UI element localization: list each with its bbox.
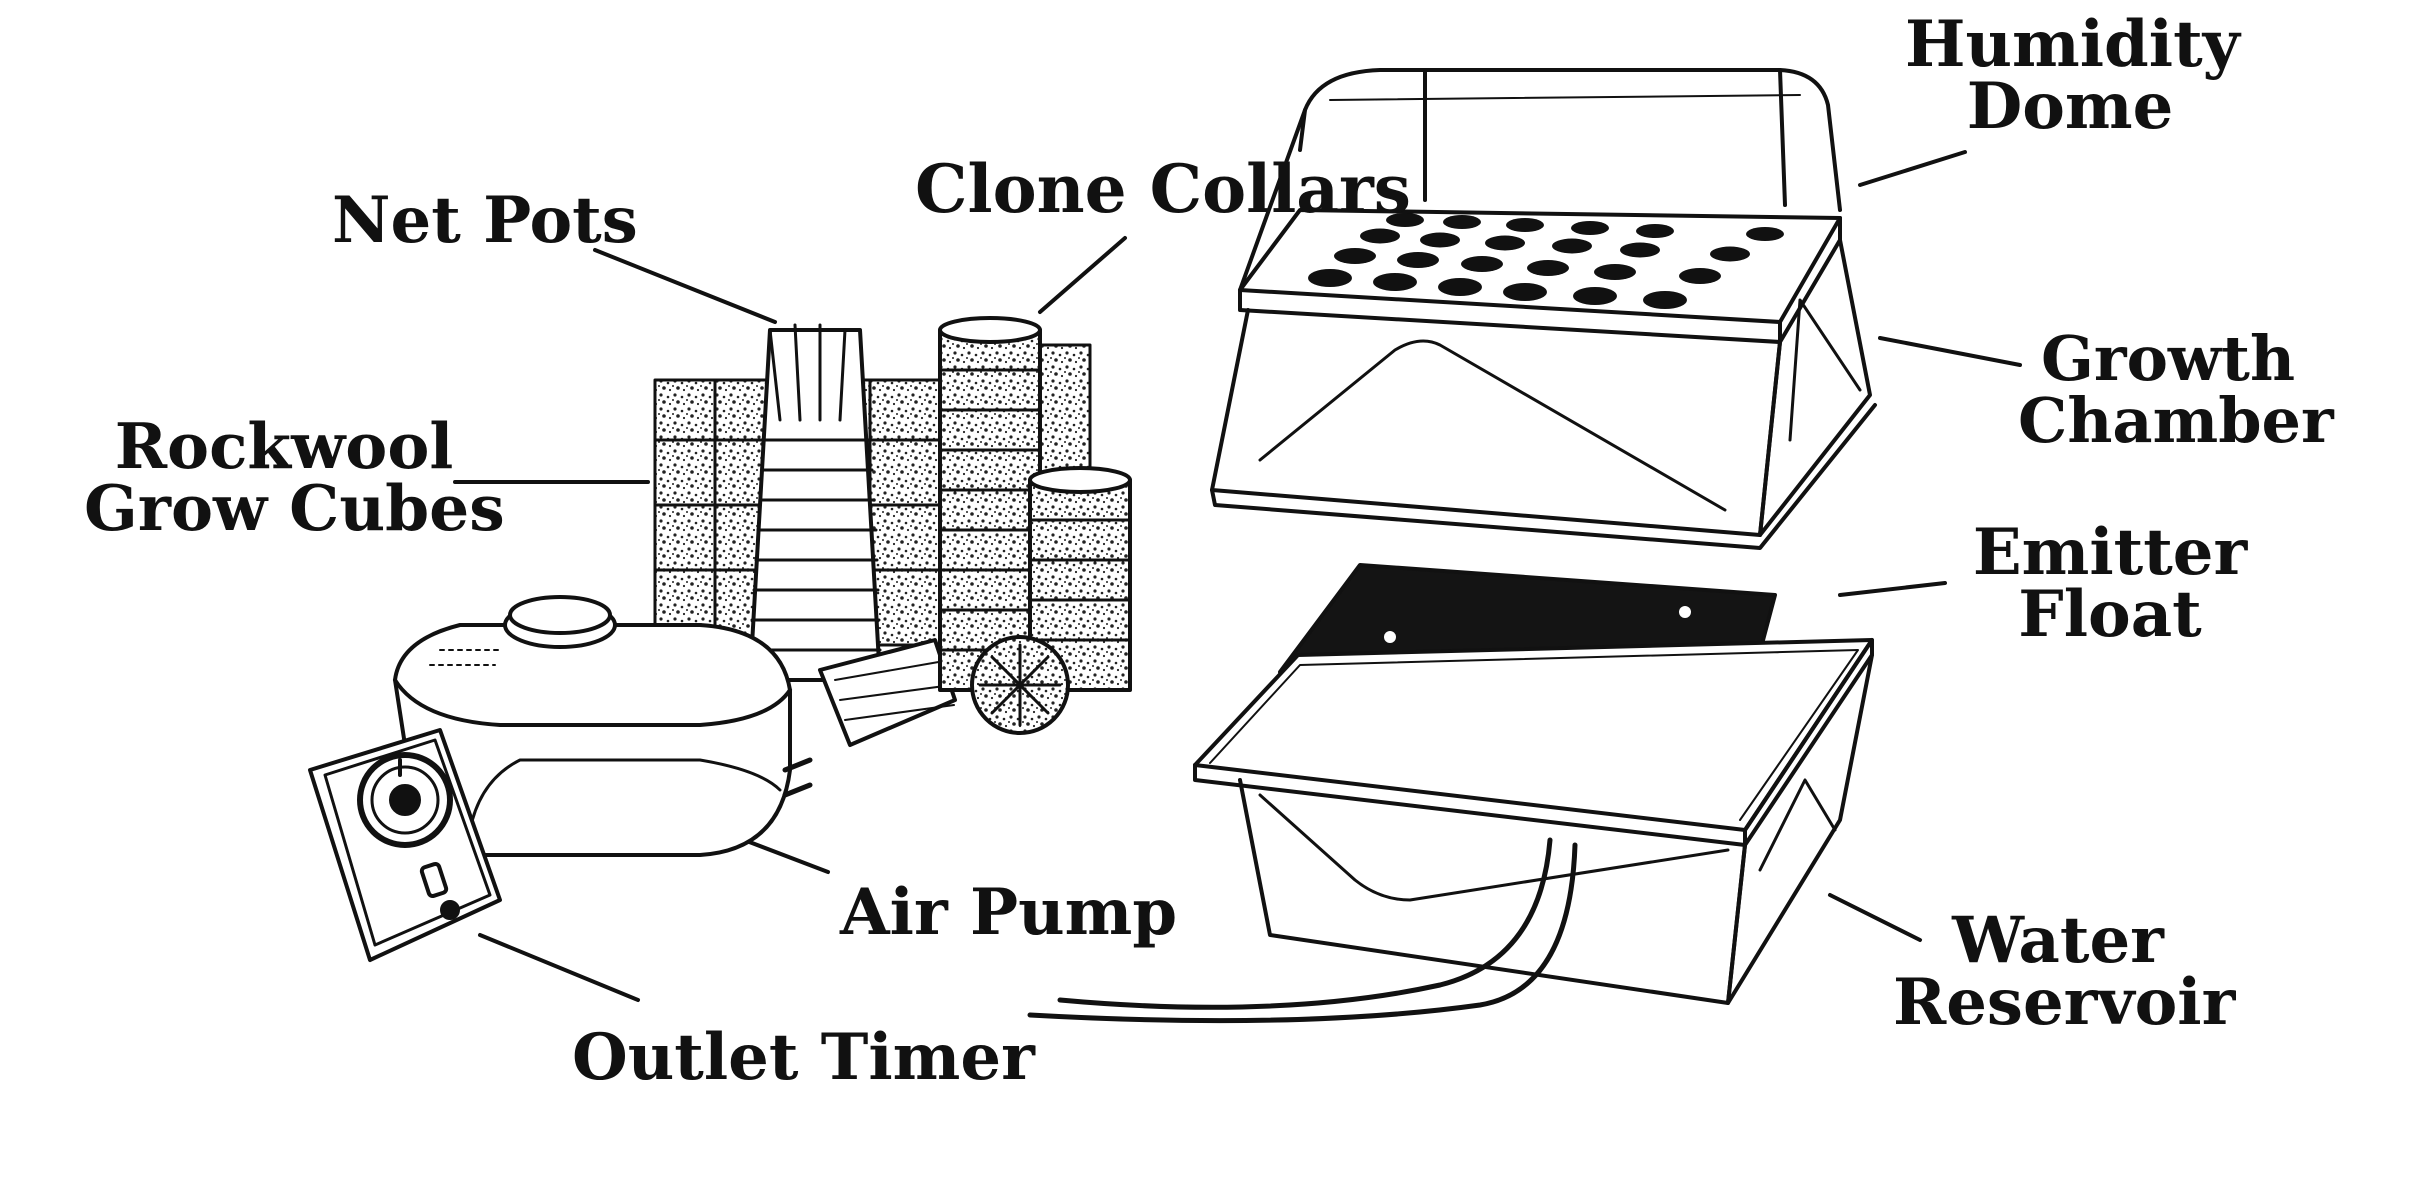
humidity-dome-shape bbox=[1238, 68, 1842, 292]
label-air-pump: Air Pump bbox=[840, 875, 1178, 950]
label-clone-collars: Clone Collars bbox=[915, 150, 1411, 228]
dome-plant-holes bbox=[1308, 213, 1784, 309]
label-net-pots: Net Pots bbox=[332, 183, 638, 258]
air-pump-shape bbox=[393, 595, 813, 857]
leader-water-reservoir bbox=[1828, 893, 1922, 942]
label-water-reservoir-line2: Reservoir bbox=[1893, 965, 2236, 1040]
leader-emitter-float bbox=[1838, 581, 1947, 597]
water-reservoir-shape bbox=[1027, 638, 1874, 1024]
label-emitter-float: Emitter Float bbox=[1960, 515, 2260, 652]
label-rockwool-line1: Rockwool bbox=[114, 409, 454, 483]
growth-chamber-shape bbox=[1210, 208, 1877, 550]
leader-clone-collars bbox=[1038, 236, 1127, 314]
label-growth-chamber-line1: Growth bbox=[2040, 322, 2296, 395]
label-emitter-float-line1: Emitter bbox=[1972, 515, 2248, 590]
label-growth-chamber-line2: Chamber bbox=[2018, 384, 2334, 457]
leader-growth-chamber bbox=[1878, 336, 2022, 367]
clone-collars-shape bbox=[938, 316, 1132, 735]
label-humidity-dome: Humidity Dome bbox=[1905, 7, 2240, 144]
label-humidity-dome-line2: Dome bbox=[1966, 69, 2174, 144]
leader-humidity-dome bbox=[1858, 150, 1967, 187]
label-growth-chamber: Growth Chamber bbox=[2018, 322, 2334, 457]
label-humidity-dome-line1: Humidity bbox=[1905, 7, 2240, 82]
outlet-timer-shape bbox=[308, 728, 502, 962]
label-water-reservoir-line1: Water bbox=[1952, 903, 2164, 978]
leader-outlet-timer bbox=[478, 933, 640, 1002]
leader-net-pots bbox=[593, 248, 777, 324]
label-outlet-timer: Outlet Timer bbox=[572, 1020, 1035, 1095]
label-rockwool-grow-cubes: Rockwool Grow Cubes bbox=[84, 409, 505, 545]
label-water-reservoir: Water Reservoir bbox=[1893, 903, 2236, 1040]
label-emitter-float-line2: Float bbox=[2018, 577, 2202, 652]
net-pots-shape bbox=[748, 323, 957, 747]
label-rockwool-line2: Grow Cubes bbox=[84, 471, 505, 545]
